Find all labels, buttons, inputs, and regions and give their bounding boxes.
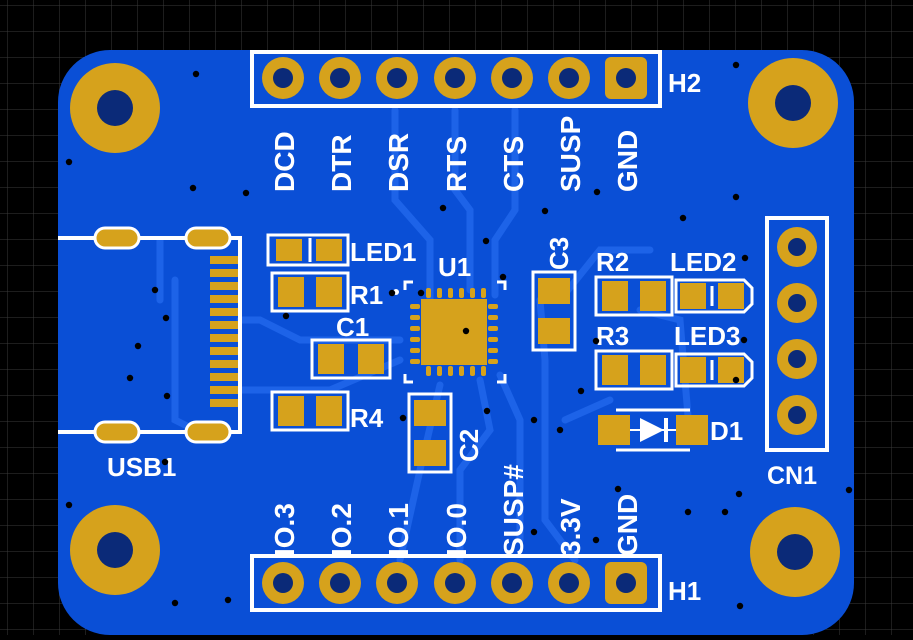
h2-silk-outline: [250, 50, 662, 108]
h2-pin-label-6: SUSP: [555, 116, 586, 192]
h1-pin-1: [262, 562, 304, 604]
led3-ref-label: LED3: [674, 321, 740, 351]
h2-pin-5: [491, 57, 533, 99]
cn1-pins: [777, 227, 817, 435]
h2-pin-6: [548, 57, 590, 99]
cn1-pin-4: [777, 395, 817, 435]
cn1-pin-3: [777, 339, 817, 379]
h2-pin-3: [376, 57, 418, 99]
h2-pin-1: [262, 57, 304, 99]
mounting-hole-bottom-left: [70, 505, 160, 595]
mounting-hole-top-left: [70, 63, 160, 153]
led2-footprint: [674, 278, 754, 314]
h1-pin-3: [376, 562, 418, 604]
r1-footprint: [270, 271, 350, 313]
h1-pins: [262, 562, 647, 604]
r2-ref-label: R2: [596, 247, 629, 277]
r3-footprint: [594, 349, 674, 391]
h1-pin-4: [434, 562, 476, 604]
h1-ref-label: H1: [668, 576, 701, 606]
h1-pin-label-2: IO.2: [326, 503, 357, 556]
usb1-ref-label: USB1: [107, 452, 176, 482]
mounting-hole-bottom-right: [750, 507, 840, 597]
h2-pin-labels: DCD DTR DSR RTS CTS SUSP GND: [269, 116, 643, 192]
r4-ref-label: R4: [350, 403, 384, 433]
h2-pin-label-1: DCD: [269, 131, 300, 192]
r4-footprint: [270, 390, 350, 432]
c3-ref-label: C3: [544, 237, 574, 270]
r1-ref-label: R1: [350, 280, 383, 310]
h2-pin-label-4: RTS: [441, 136, 472, 192]
h1-pin-label-3: IO.1: [383, 503, 414, 556]
h1-pin-label-5: SUSP#: [498, 464, 529, 556]
led1-ref-label: LED1: [350, 237, 416, 267]
h1-pin-label-4: IO.0: [441, 503, 472, 556]
h2-pin-label-3: DSR: [383, 133, 414, 192]
c2-footprint: [407, 392, 453, 474]
cn1-pin-2: [777, 283, 817, 323]
h2-pin-label-7: GND: [612, 130, 643, 192]
cn1-pin-1: [777, 227, 817, 267]
c3-footprint: [531, 270, 577, 352]
mounting-hole-top-right: [748, 58, 838, 148]
c1-ref-label: C1: [336, 312, 369, 342]
led2-ref-label: LED2: [670, 247, 736, 277]
cn1-ref-label: CN1: [767, 462, 817, 490]
led1-footprint: [266, 233, 350, 267]
c2-ref-label: C2: [454, 429, 484, 462]
h2-pin-label-2: DTR: [326, 134, 357, 192]
cn1-silk-outline: [765, 216, 829, 452]
r3-ref-label: R3: [596, 321, 629, 351]
h1-pin-label-7: GND: [612, 494, 643, 556]
usb1-connector: [58, 226, 242, 444]
h1-pin-label-1: IO.3: [269, 503, 300, 556]
r2-footprint: [594, 275, 674, 317]
h2-pin-4: [434, 57, 476, 99]
h2-pin-label-5: CTS: [498, 136, 529, 192]
h2-pins: [262, 57, 647, 99]
led3-footprint: [674, 352, 754, 388]
h1-pin-5: [491, 562, 533, 604]
h1-pin-labels: IO.3 IO.2 IO.1 IO.0 SUSP# 3.3V GND: [269, 464, 643, 556]
h2-ref-label: H2: [668, 68, 701, 98]
h1-pin-2: [319, 562, 361, 604]
h1-pin-label-6: 3.3V: [555, 498, 586, 556]
u1-ref-label: U1: [438, 252, 471, 282]
d1-footprint: [598, 408, 708, 452]
c1-footprint: [310, 338, 392, 380]
u1-footprint: [393, 280, 507, 384]
h2-pin-7: [605, 57, 647, 99]
h1-pin-7: [605, 562, 647, 604]
vias: [65, 61, 853, 610]
h1-silk-outline: [250, 554, 662, 612]
d1-ref-label: D1: [710, 416, 743, 446]
h1-pin-6: [548, 562, 590, 604]
h2-pin-2: [319, 57, 361, 99]
